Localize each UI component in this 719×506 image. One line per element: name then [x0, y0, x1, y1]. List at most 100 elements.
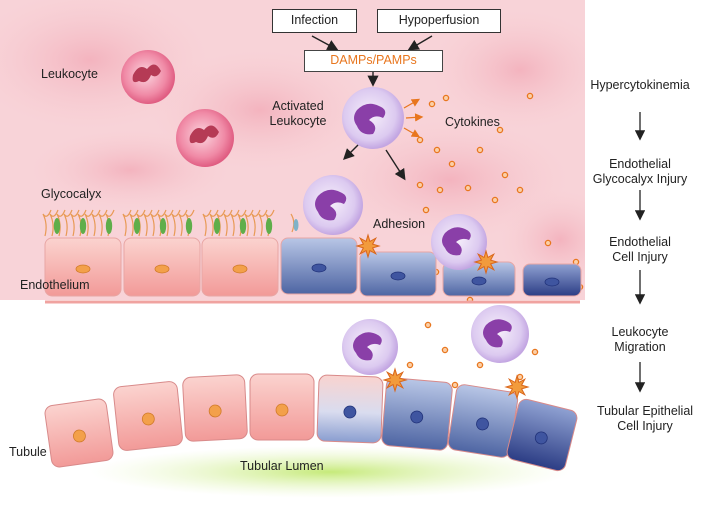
glycocalyx-strand [223, 209, 233, 237]
cell-nucleus [390, 271, 406, 281]
flow-step-5-line2: Cell Injury [617, 419, 673, 433]
endothelium-label: Endothelium [20, 278, 90, 292]
migrated-leukocyte-2 [471, 305, 529, 363]
hypoperfusion-box: Hypoperfusion [377, 9, 501, 33]
cell-nucleus [534, 431, 548, 445]
glycocalyx-protein [159, 218, 167, 234]
damps-pamps-box: DAMPs/PAMPs [304, 50, 443, 72]
flow-step-endothelial-cell-injury: Endothelial Cell Injury [575, 235, 705, 265]
glycocalyx-protein [133, 218, 141, 234]
cell-nucleus [75, 264, 91, 274]
glycocalyx-strand [56, 209, 66, 237]
tubular-epithelial-cell [506, 398, 578, 472]
tubular-epithelial-cell [316, 374, 384, 444]
tubule-starburst [504, 374, 530, 400]
cytokine-dot [416, 136, 424, 144]
tubule-cells [44, 373, 578, 472]
cytokine-dot [476, 146, 484, 154]
cytokine-arrows [403, 98, 424, 138]
cytokine-dot [422, 206, 430, 214]
adhesion-starburst [473, 249, 499, 275]
glycocalyx-layer [42, 209, 299, 237]
cytokine-dot [501, 171, 509, 179]
flow-step-glycocalyx-injury: Endothelial Glycocalyx Injury [575, 157, 705, 187]
cell-nucleus [311, 263, 327, 273]
cytokine-dot [406, 361, 414, 369]
glycocalyx-strand [150, 209, 160, 237]
cytokine-dot [416, 181, 424, 189]
cytokine-dot [516, 186, 524, 194]
glycocalyx-strand [230, 209, 240, 237]
activated-leukocyte-line2: Leukocyte [269, 114, 327, 128]
tubular-epithelial-cell [249, 373, 315, 441]
tubular-epithelial-cell [182, 374, 248, 442]
adhesion-starburst [355, 233, 381, 259]
glycocalyx-protein [265, 218, 273, 234]
flow-step-leukocyte-migration: Leukocyte Migration [575, 325, 705, 355]
cell-nucleus [154, 264, 170, 274]
tubular-epithelial-cell [113, 381, 183, 451]
cytokine-dot [544, 239, 552, 247]
cell-nucleus [544, 277, 560, 287]
cytokine-dot [531, 348, 539, 356]
activated-leukocyte-label: Activated Leukocyte [268, 99, 328, 129]
adhesion-stars [355, 233, 499, 275]
glycocalyx-strand [49, 209, 59, 237]
flow-step-hypercytokinemia: Hypercytokinemia [575, 78, 705, 93]
cytokine-dot [464, 184, 472, 192]
tubule-starburst [382, 367, 408, 393]
glycocalyx-protein [293, 219, 299, 231]
cytokine-dot [448, 160, 456, 168]
infection-box: Infection [272, 9, 357, 33]
cytokine-dot [491, 196, 499, 204]
glycocalyx-protein [239, 218, 247, 234]
adhering-leukocyte-2 [431, 214, 487, 270]
cytokine-dot [476, 361, 484, 369]
glycocalyx-strand [143, 209, 153, 237]
glycocalyx-strand [129, 209, 139, 237]
endothelium-cells [44, 237, 582, 297]
glycocalyx-strand [244, 209, 254, 237]
cell-nucleus [471, 276, 487, 286]
glycocalyx-protein [79, 218, 87, 234]
flow-step-3-line1: Endothelial [609, 235, 671, 249]
cytokine-dot [442, 94, 450, 102]
tubular-lumen-label: Tubular Lumen [240, 459, 324, 473]
resting-leukocyte-1 [121, 50, 175, 104]
flow-step-tubular-epithelial-injury: Tubular Epithelial Cell Injury [575, 404, 715, 434]
glycocalyx-strand [70, 209, 80, 237]
tubule-injury-stars [382, 367, 530, 400]
cytokine-dot [433, 146, 441, 154]
tubule-label: Tubule [9, 445, 47, 459]
cell-nucleus [73, 429, 86, 443]
flow-step-1-line1: Hypercytokinemia [590, 78, 690, 92]
glycocalyx-strand [42, 209, 52, 237]
glycocalyx-protein [105, 218, 113, 234]
glycocalyx-strand [122, 209, 132, 237]
cell-nucleus [232, 264, 248, 274]
cell-nucleus [141, 412, 155, 426]
glycocalyx-strand [63, 209, 73, 237]
tubular-epithelial-cell [44, 398, 114, 468]
glycocalyx-strand [171, 209, 181, 237]
glycocalyx-label: Glycocalyx [41, 187, 102, 201]
damps-pamps-label: DAMPs/PAMPs [330, 53, 417, 67]
cell-nucleus [476, 417, 489, 431]
leukocyte-label: Leukocyte [41, 67, 98, 81]
glycocalyx-strand [178, 209, 188, 237]
cytokine-dot [424, 321, 432, 329]
glycocalyx-protein [53, 218, 61, 234]
cytokine-dot [451, 381, 459, 389]
cytokines-label: Cytokines [445, 115, 500, 129]
migrated-leukocyte-1 [342, 319, 398, 375]
flow-step-3-line2: Cell Injury [612, 250, 668, 264]
flow-step-5-line1: Tubular Epithelial [596, 404, 694, 418]
glycocalyx-strand [136, 209, 146, 237]
glycocalyx-strand [216, 209, 226, 237]
cytokine-dot [436, 186, 444, 194]
glycocalyx-strand [202, 209, 212, 237]
cytokine-dot [526, 92, 534, 100]
flow-step-2-line1: Endothelial [609, 157, 671, 171]
activated-leukocyte-line1: Activated [272, 99, 324, 113]
flow-step-4-line2: Migration [614, 340, 666, 354]
